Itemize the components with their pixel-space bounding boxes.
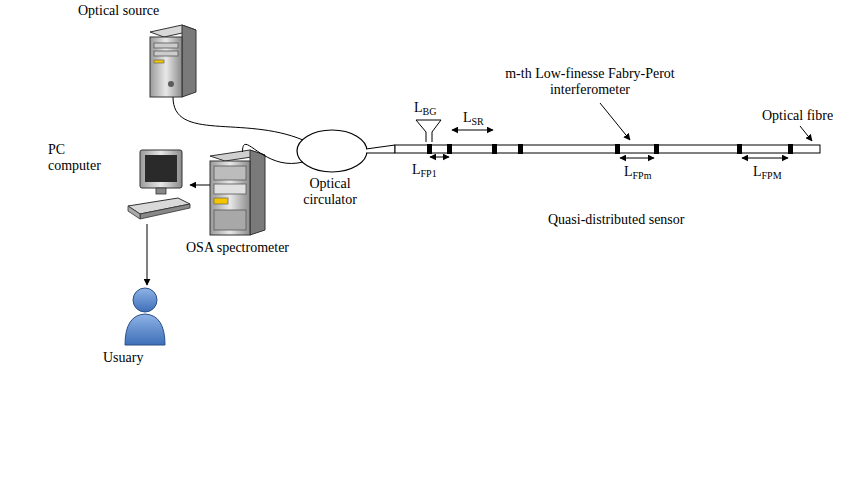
user-node: Usuary: [125, 288, 165, 345]
grating-funnel: [416, 120, 441, 142]
dimension-label: LFP1: [412, 162, 437, 182]
dimension-arrow: [620, 158, 654, 159]
node-label: Optical circulator: [285, 176, 375, 208]
node-label: Usuary: [103, 350, 143, 366]
annotation-label: Optical fibre: [762, 108, 833, 124]
dimension-arrow: [742, 158, 788, 159]
source-icon: [150, 25, 196, 97]
dimension-label: LFPM: [753, 164, 782, 184]
circulator-node: Optical circulator: [297, 130, 367, 172]
user-icon: [125, 288, 165, 345]
dimension-arrow: [430, 157, 449, 158]
node-label: OSA spectrometer: [185, 240, 290, 256]
annotation-label: m-th Low-finesse Fabry-Perot interferome…: [485, 66, 695, 98]
connector: [173, 97, 303, 140]
dimension-label: LSR: [463, 110, 484, 130]
optical-fibre: [366, 144, 820, 154]
dimension-arrow: [452, 130, 493, 131]
leader-arrow: [600, 103, 630, 140]
connector: [147, 224, 148, 285]
dimension-label: LBG: [414, 100, 436, 120]
dimension-label: LFPm: [624, 164, 651, 184]
node-label: PC computer: [48, 142, 116, 174]
annotation-label: Quasi-distributed sensor: [548, 212, 684, 228]
osa-node: OSA spectrometer: [210, 150, 265, 235]
circulator-ellipse: [297, 130, 367, 172]
leader-arrow: [800, 126, 812, 141]
node-label: Optical source: [78, 3, 159, 19]
pc-icon: [128, 150, 190, 219]
pc-node: PC computer: [128, 150, 190, 220]
osa-icon: [210, 150, 265, 235]
connector: [190, 185, 210, 186]
source-node: Optical source: [150, 25, 196, 97]
connector: [243, 144, 304, 163]
